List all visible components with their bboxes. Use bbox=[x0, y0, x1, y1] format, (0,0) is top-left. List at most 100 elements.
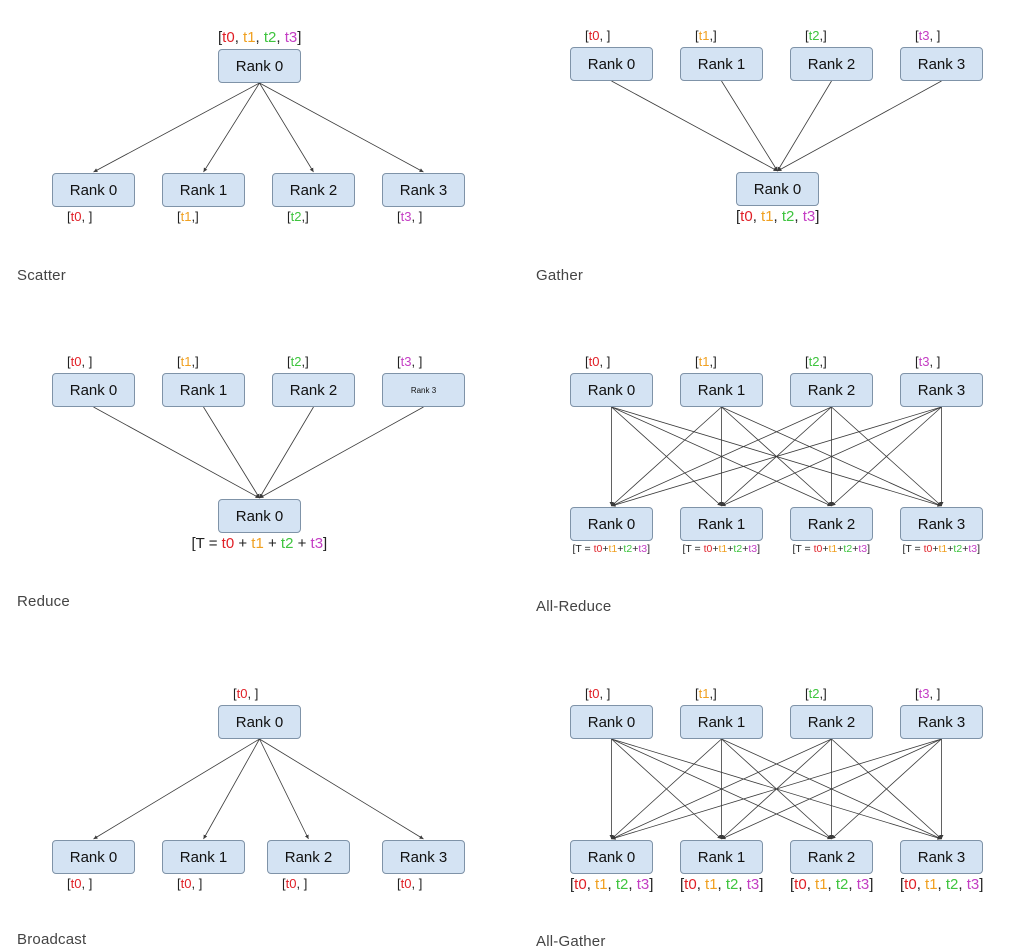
scatter-data-label: [t0, ] bbox=[67, 209, 92, 224]
all-gather-data-label: [t0, t1, t2, t3] bbox=[680, 876, 763, 893]
all-reduce-edge bbox=[611, 406, 722, 507]
all-gather-data-label: [t0, t1, t2, t3] bbox=[900, 876, 983, 893]
all-gather-data-label: [t0, t1, t2, t3] bbox=[570, 876, 653, 893]
token-punct: ,] bbox=[819, 28, 827, 43]
token-t3: t3 bbox=[858, 543, 868, 555]
scatter-edge bbox=[259, 82, 314, 173]
token-punct: [ bbox=[233, 686, 237, 701]
all-reduce-data-label: [t0, ] bbox=[585, 354, 610, 369]
token-punct: ] bbox=[647, 543, 651, 555]
all-reduce-rank-node: Rank 2 bbox=[790, 373, 873, 407]
token-punct: , bbox=[234, 29, 244, 46]
token-t1: t1 bbox=[705, 876, 718, 893]
token-punct: + bbox=[617, 543, 624, 555]
broadcast-rank-node: Rank 2 bbox=[267, 840, 350, 874]
token-punct: ,] bbox=[301, 354, 309, 369]
token-punct: [ bbox=[67, 354, 71, 369]
all-gather-data-label: [t0, t1, t2, t3] bbox=[790, 876, 873, 893]
token-punct: , bbox=[773, 208, 782, 225]
token-punct: + bbox=[852, 543, 859, 555]
token-t3: t3 bbox=[746, 876, 760, 893]
token-t2: t2 bbox=[843, 543, 853, 555]
all-reduce-edge bbox=[721, 406, 832, 507]
token-t0: t0 bbox=[813, 543, 823, 555]
token-punct: ,] bbox=[709, 28, 717, 43]
token-t3: t3 bbox=[802, 208, 816, 225]
all-gather-edge bbox=[831, 738, 942, 840]
token-t0: t0 bbox=[703, 543, 713, 555]
token-t0: t0 bbox=[221, 535, 235, 552]
token-punct: [T = bbox=[902, 543, 924, 555]
token-t0: t0 bbox=[588, 354, 600, 369]
token-t1: t1 bbox=[608, 543, 618, 555]
token-t3: t3 bbox=[310, 535, 324, 552]
token-punct: , ] bbox=[599, 354, 611, 369]
all-gather-edge bbox=[721, 738, 832, 840]
token-t3: t3 bbox=[400, 209, 412, 224]
reduce-data-label: [T = t0 + t1 + t2 + t3] bbox=[192, 535, 328, 552]
all-gather-data-label: [t1,] bbox=[695, 686, 717, 701]
token-punct: [ bbox=[287, 209, 291, 224]
token-punct: , bbox=[752, 208, 762, 225]
token-t1: t1 bbox=[180, 209, 192, 224]
gather-data-label: [t0, t1, t2, t3] bbox=[736, 208, 819, 225]
token-punct: , ] bbox=[929, 354, 941, 369]
reduce-edge bbox=[203, 406, 260, 499]
token-punct: , ] bbox=[411, 209, 423, 224]
all-gather-rank-node: Rank 3 bbox=[900, 705, 983, 739]
token-punct: + bbox=[822, 543, 829, 555]
token-punct: ] bbox=[815, 208, 820, 225]
reduce-rank-node: Rank 2 bbox=[272, 373, 355, 407]
token-t3: t3 bbox=[856, 876, 870, 893]
token-punct: , bbox=[937, 876, 946, 893]
token-punct: + bbox=[712, 543, 719, 555]
all-reduce-rank-node: Rank 2 bbox=[790, 507, 873, 541]
token-punct: ] bbox=[759, 876, 764, 893]
token-punct: ,] bbox=[191, 209, 199, 224]
scatter-data-label: [t2,] bbox=[287, 209, 309, 224]
all-reduce-data-label: [t2,] bbox=[805, 354, 827, 369]
token-t0: t0 bbox=[684, 876, 697, 893]
token-punct: , ] bbox=[81, 354, 93, 369]
token-punct: [T = bbox=[572, 543, 594, 555]
scatter-data-label: [t0, t1, t2, t3] bbox=[218, 29, 301, 46]
gather-data-label: [t1,] bbox=[695, 28, 717, 43]
token-t1: t1 bbox=[180, 354, 192, 369]
token-t1: t1 bbox=[718, 543, 728, 555]
token-punct: [T = bbox=[191, 535, 222, 552]
scatter-edge bbox=[259, 82, 424, 173]
token-punct: + bbox=[742, 543, 749, 555]
token-punct: [ bbox=[397, 209, 401, 224]
token-t2: t2 bbox=[808, 354, 820, 369]
broadcast-edge bbox=[259, 738, 424, 840]
token-t3: t3 bbox=[284, 29, 298, 46]
reduce-rank-node: Rank 0 bbox=[52, 373, 135, 407]
token-t3: t3 bbox=[918, 686, 930, 701]
scatter-rank-node: Rank 2 bbox=[272, 173, 355, 207]
all-reduce-data-label: [T = t0+t1+t2+t3] bbox=[683, 543, 761, 555]
token-punct: + bbox=[632, 543, 639, 555]
broadcast-rank-node: Rank 1 bbox=[162, 840, 245, 874]
all-reduce-data-label: [t3, ] bbox=[915, 354, 940, 369]
all-gather-rank-node: Rank 1 bbox=[680, 705, 763, 739]
token-punct: ] bbox=[869, 876, 874, 893]
token-punct: , bbox=[628, 876, 637, 893]
broadcast-edge bbox=[259, 738, 309, 840]
gather-edge bbox=[721, 80, 778, 172]
all-reduce-caption: All-Reduce bbox=[536, 598, 612, 615]
token-punct: [ bbox=[218, 29, 223, 46]
token-punct: + bbox=[234, 535, 252, 552]
token-t2: t2 bbox=[945, 876, 959, 893]
all-gather-rank-node: Rank 2 bbox=[790, 840, 873, 874]
all-gather-rank-node: Rank 0 bbox=[570, 705, 653, 739]
token-punct: ] bbox=[979, 876, 984, 893]
token-punct: ,] bbox=[819, 354, 827, 369]
reduce-rank-node: Rank 0 bbox=[218, 499, 301, 533]
reduce-edge bbox=[93, 406, 260, 499]
all-reduce-edge bbox=[721, 406, 942, 507]
token-t2: t2 bbox=[290, 354, 302, 369]
scatter-caption: Scatter bbox=[17, 267, 66, 284]
all-gather-rank-node: Rank 0 bbox=[570, 840, 653, 874]
token-punct: + bbox=[602, 543, 609, 555]
